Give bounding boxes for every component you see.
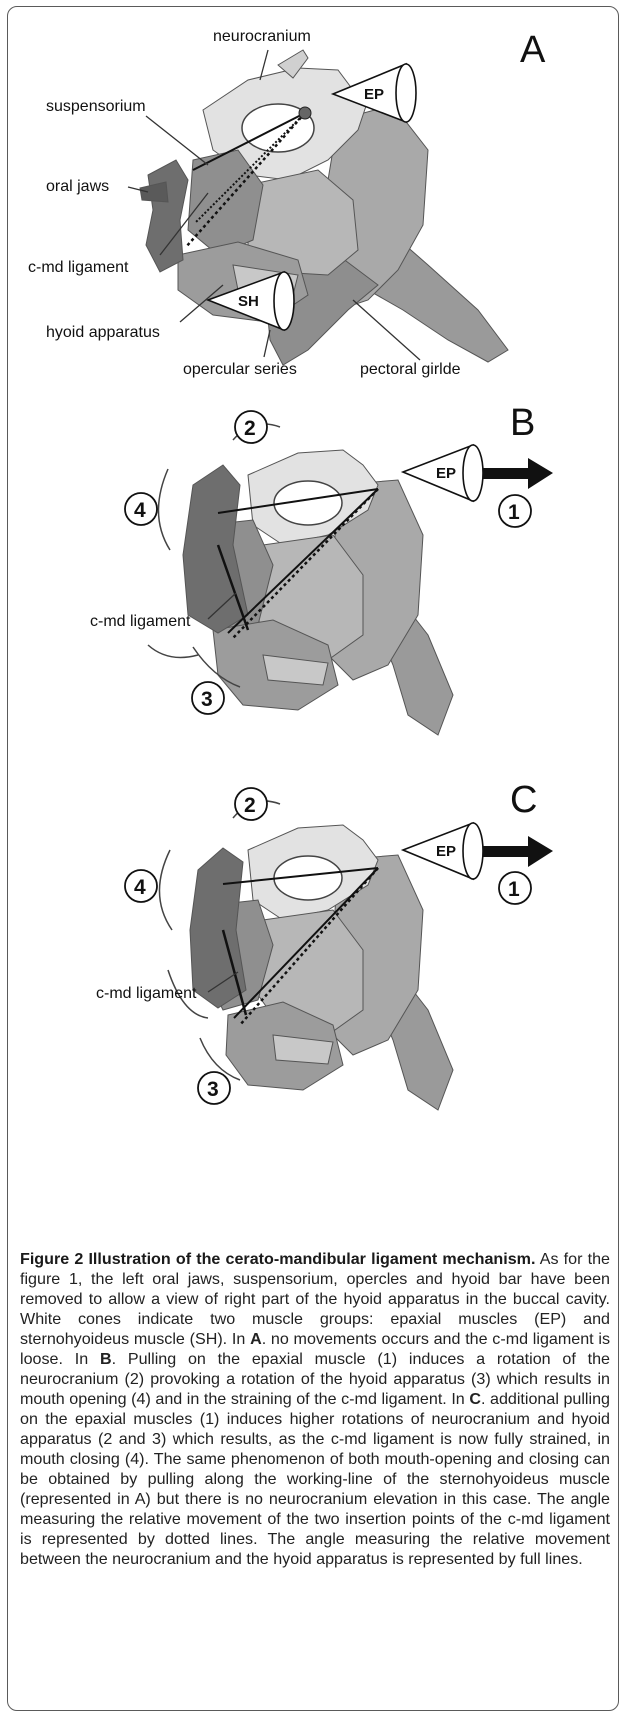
ep-label: EP <box>364 86 384 103</box>
fish-skull-illustration-c <box>190 825 453 1110</box>
opercular-series-label: opercular series <box>183 361 297 378</box>
pull-arrow <box>483 458 553 489</box>
caption-ref-b: B <box>100 1350 112 1368</box>
number-4: 4 <box>134 499 146 522</box>
oral-jaws-label: oral jaws <box>46 178 109 195</box>
c-md-ligament-label: c-md ligament <box>28 259 129 276</box>
figure-caption: Figure 2 Illustration of the cerato-mand… <box>20 1249 610 1569</box>
number-1: 1 <box>508 501 520 524</box>
c-md-ligament-label: c-md ligament <box>90 613 191 630</box>
ep-cone: EP <box>403 445 483 501</box>
c-md-ligament-label: c-md ligament <box>96 985 197 1002</box>
caption-ref-c: C <box>469 1390 481 1408</box>
pull-arrow <box>483 836 553 867</box>
caption-title: Figure 2 Illustration of the cerato-mand… <box>20 1250 535 1268</box>
fish-skull-illustration-a <box>140 50 508 365</box>
caption-text: . additional pulling on the epaxial musc… <box>20 1390 610 1568</box>
number-1: 1 <box>508 878 520 901</box>
ep-cone: EP <box>403 823 483 879</box>
caption-ref-a: A <box>250 1330 262 1348</box>
panel-b: EP 2 4 1 3 c-md ligament B <box>8 405 618 795</box>
number-4: 4 <box>134 876 146 899</box>
panel-a: EP SH A neurocranium suspensorium oral j… <box>8 10 618 405</box>
sh-label: SH <box>238 293 259 310</box>
ep-label: EP <box>436 465 456 482</box>
panel-letter: C <box>510 780 537 821</box>
ep-label: EP <box>436 843 456 860</box>
number-2: 2 <box>244 417 256 440</box>
panel-letter: A <box>520 29 546 71</box>
number-3: 3 <box>201 688 213 711</box>
pectoral-girdle-label: pectoral girlde <box>360 361 461 378</box>
number-2: 2 <box>244 794 256 817</box>
panel-c: EP 2 4 1 3 c-md ligament C <box>8 780 618 1180</box>
number-3: 3 <box>207 1078 219 1101</box>
hyoid-apparatus-label: hyoid apparatus <box>46 324 160 341</box>
panel-letter: B <box>510 405 535 444</box>
suspensorium-label: suspensorium <box>46 98 146 115</box>
neurocranium-label: neurocranium <box>213 28 311 45</box>
